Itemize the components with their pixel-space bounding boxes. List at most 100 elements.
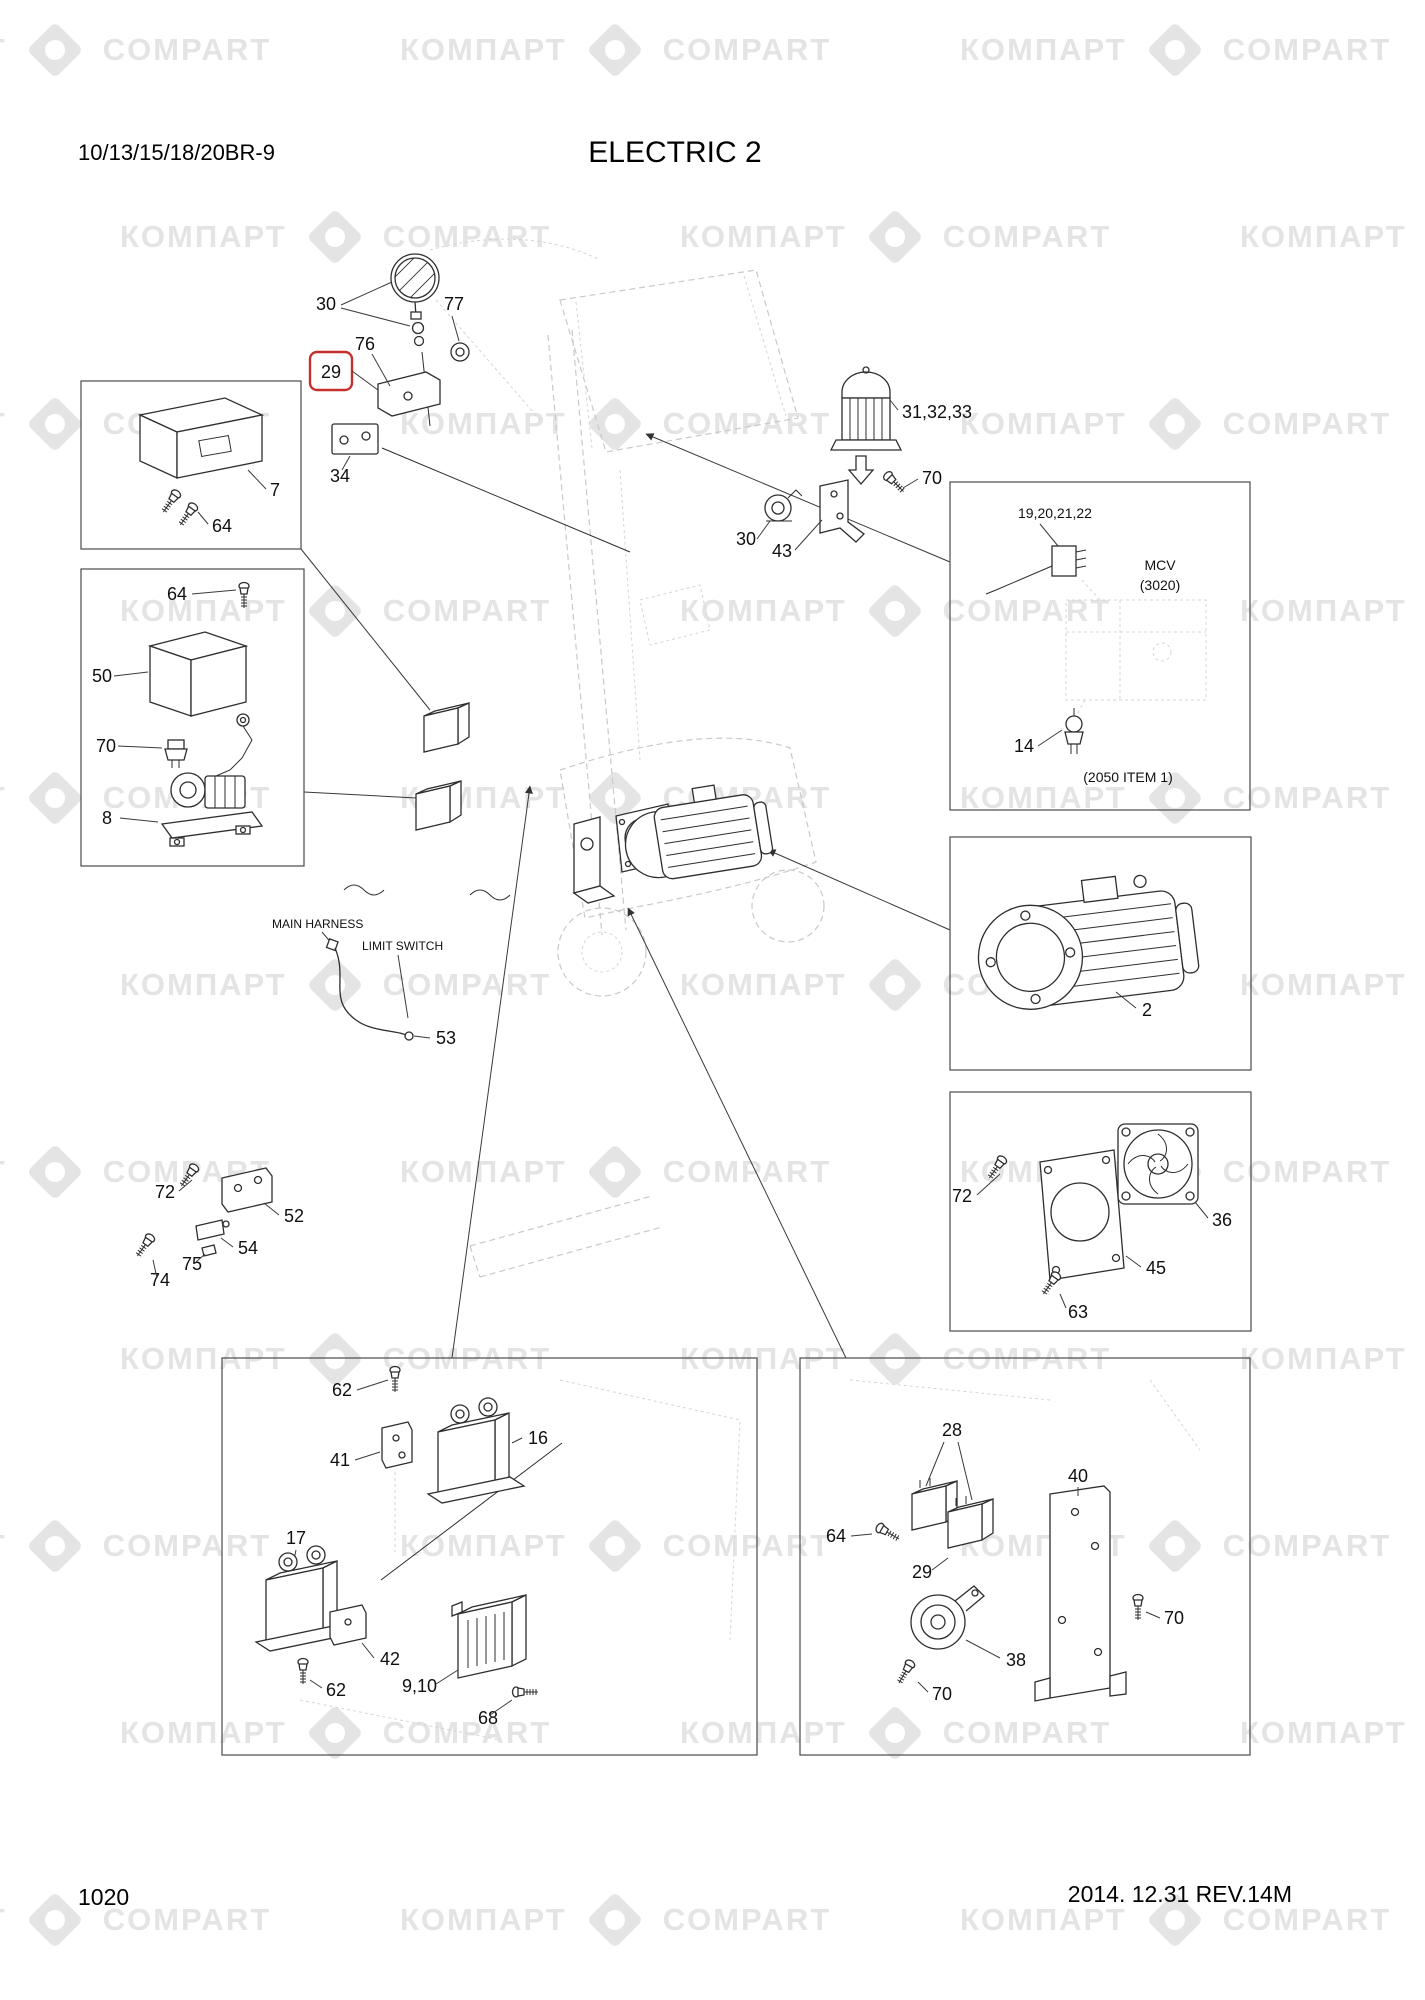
part-label-63: 63	[1068, 1302, 1088, 1322]
part-label-62b: 62	[326, 1680, 346, 1700]
watermark-text-cyrillic: КОМПАРТ	[960, 32, 1127, 67]
watermark-text-cyrillic: КОМПАРТ	[680, 219, 847, 254]
item-2050-note: (2050 ITEM 1)	[1083, 769, 1172, 785]
detail-box-1: 7 64	[80, 380, 302, 550]
part-label-70-right: 70	[1164, 1608, 1184, 1628]
part-label-50: 50	[92, 666, 112, 686]
down-arrow	[847, 455, 875, 485]
watermark-text-cyrillic: КОМПАРТ	[0, 1154, 7, 1190]
part-label-74: 74	[150, 1270, 170, 1290]
bracket-52	[221, 1167, 273, 1213]
detail-box-6-contactors: 62 41 16 17	[221, 1357, 758, 1756]
watermark-text-latin: COMPART	[382, 967, 552, 1002]
part-label-29-relay: 29	[912, 1562, 932, 1582]
watermark-text-latin: COMPART	[662, 406, 832, 441]
detail-box-4-motor: 2	[949, 836, 1252, 1071]
mcv-code-label: (3020)	[1140, 577, 1180, 593]
part-label-64-relay: 64	[826, 1526, 846, 1546]
watermark-text-cyrillic: КОМПАРТ	[680, 593, 847, 628]
part-label-64-box1: 64	[212, 516, 232, 536]
part-label-42: 42	[380, 1649, 400, 1669]
watermark-text-cyrillic: КОМПАРТ	[960, 406, 1127, 441]
revision-date: 2014. 12.31 REV.14M	[1068, 1881, 1292, 1907]
watermark-cell: КОМПАРТ COMPART	[960, 21, 1392, 79]
watermark-text-cyrillic: КОМПАРТ	[0, 406, 7, 442]
watermark-text-cyrillic: КОМПАРТ	[400, 406, 567, 441]
pressure-switch	[1051, 545, 1077, 577]
part-label-36: 36	[1212, 1210, 1232, 1230]
watermark-text-cyrillic: КОМПАРТ	[120, 219, 287, 254]
page-number: 1020	[78, 1884, 129, 1910]
part-label-30-lamp: 30	[316, 294, 336, 314]
watermark-text-latin: COMPART	[942, 593, 1112, 628]
bracket-41	[381, 1421, 413, 1469]
part-label-29-red: 29	[321, 362, 341, 382]
bracket-43	[819, 479, 865, 543]
bracket-group: 72 52 54 75 74	[132, 1161, 304, 1290]
part-label-28: 28	[942, 1420, 962, 1440]
watermark-text-cyrillic: КОМПАРТ	[0, 780, 7, 816]
watermark-cell: КОМПАРТ COMPART	[120, 582, 552, 640]
bracket-40	[1034, 1485, 1127, 1702]
watermark-text-cyrillic: КОМПАРТ	[120, 593, 287, 628]
watermark-text-latin: COMPART	[1222, 406, 1392, 441]
watermark-text-latin: COMPART	[1222, 32, 1392, 67]
horn-30	[764, 494, 792, 522]
bracket-76	[377, 371, 441, 417]
motor-bracket	[573, 816, 601, 894]
watermark-text-latin: COMPART	[102, 1528, 272, 1563]
part-label-54: 54	[238, 1238, 258, 1258]
main-harness-label: MAIN HARNESS	[272, 917, 363, 931]
watermark-cell: КОМПАРТ COMPART	[680, 208, 1112, 266]
watermark-text-cyrillic: КОМПАРТ	[1240, 1715, 1407, 1750]
center-motor-assembly	[572, 784, 774, 904]
contactor-17	[254, 1545, 354, 1652]
part-label-64-box3: 64	[167, 584, 187, 604]
part-label-30-horn: 30	[736, 529, 756, 549]
watermark-text-latin: COMPART	[382, 1715, 552, 1750]
limit-switch-label: LIMIT SWITCH	[362, 939, 443, 953]
watermark-text-latin: COMPART	[1222, 1902, 1392, 1937]
part-label-76: 76	[355, 334, 375, 354]
unit-50	[147, 631, 249, 717]
part-label-77: 77	[444, 294, 464, 314]
sensor-70	[164, 739, 188, 768]
watermark-text-latin: COMPART	[382, 593, 552, 628]
beacon-dome	[841, 371, 891, 399]
part-label-2: 2	[1142, 1000, 1152, 1020]
watermark-text-cyrillic: КОМПАРТ	[120, 1715, 287, 1750]
watermark-text-cyrillic: КОМПАРТ	[680, 1715, 847, 1750]
watermark-cell: КОМПАРТ COMPART	[400, 395, 832, 453]
bracket-34	[331, 423, 379, 455]
part-label-40: 40	[1068, 1466, 1088, 1486]
detail-box-3: 64 50 70	[80, 568, 305, 867]
fan-plate-45	[1039, 1149, 1125, 1281]
part-label-31-32-33: 31,32,33	[902, 402, 972, 422]
part-label-34: 34	[330, 466, 350, 486]
watermark-text-cyrillic: КОМПАРТ	[1240, 1341, 1407, 1376]
switch-54	[195, 1219, 225, 1241]
part-label-70-box3: 70	[96, 736, 116, 756]
watermark-text-cyrillic: КОМПАРТ	[400, 1528, 567, 1563]
horn-38	[910, 1585, 985, 1650]
watermark-cell: КОМПАРТ COMPART	[960, 395, 1392, 453]
watermark-text-latin: COMPART	[942, 219, 1112, 254]
watermark-text-cyrillic: КОМПАРТ	[400, 1902, 567, 1937]
watermark-text-latin: COMPART	[662, 1902, 832, 1937]
part-label-9-10: 9,10	[402, 1676, 437, 1696]
watermark-text-latin: COMPART	[102, 1902, 272, 1937]
part-label-41: 41	[330, 1450, 350, 1470]
grommet-77	[450, 342, 470, 362]
sensor-14	[1064, 708, 1084, 754]
